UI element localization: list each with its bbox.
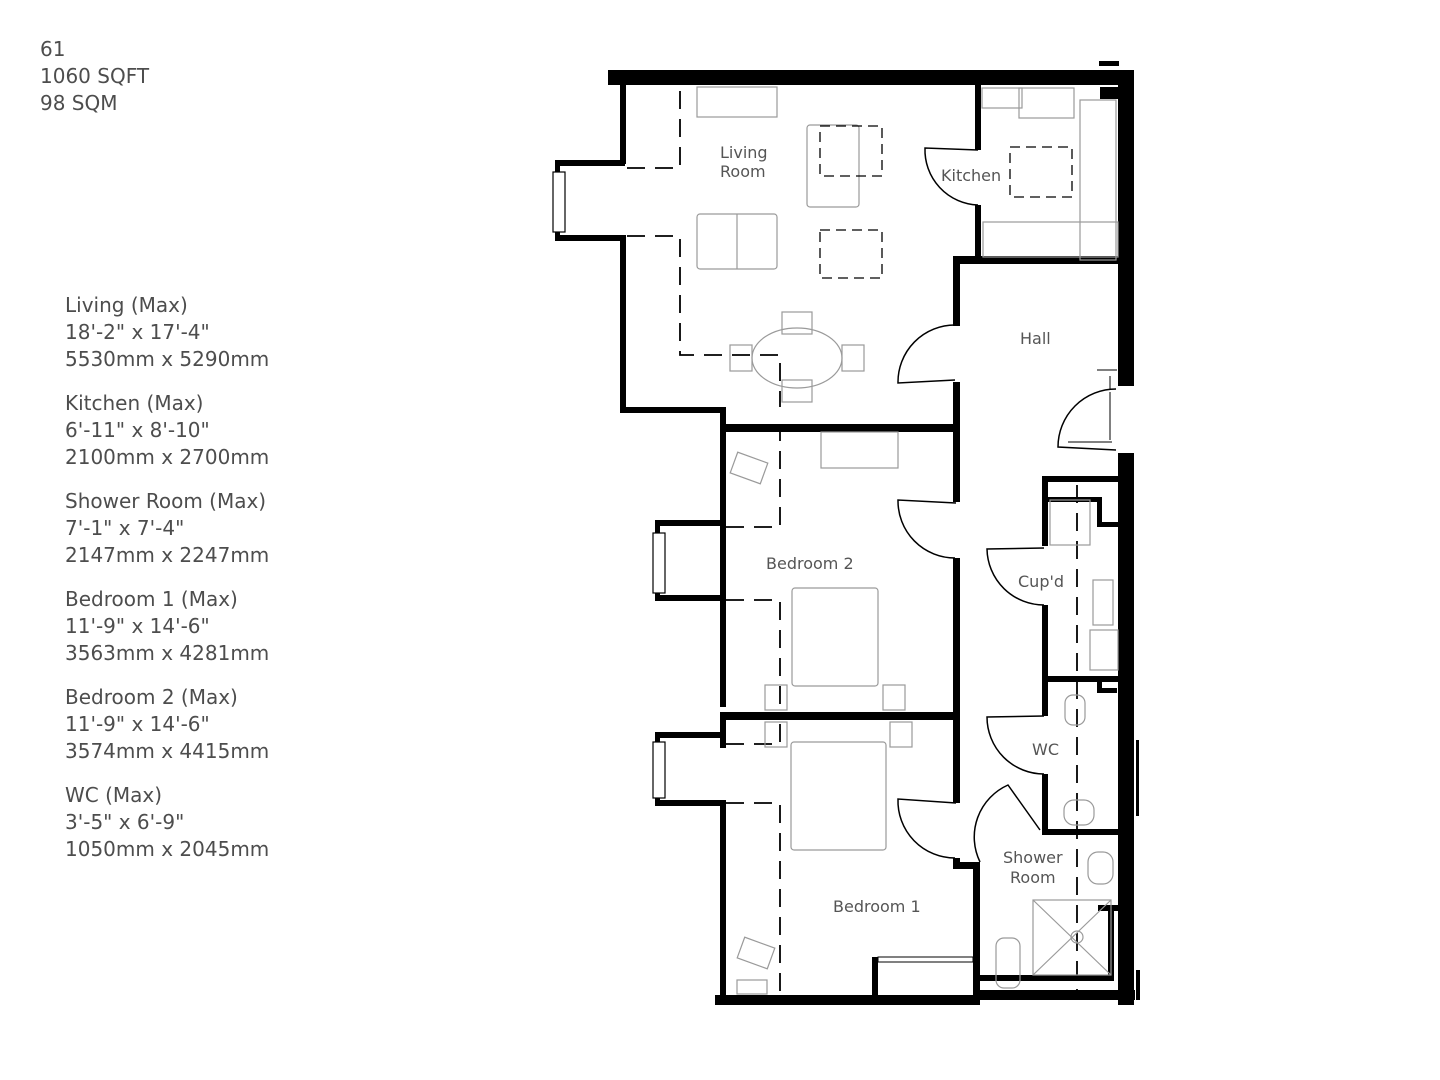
room-spec-metric: 3574mm x 4415mm — [65, 739, 270, 763]
label-kitchen: Kitchen — [941, 166, 1001, 185]
unit-number: 61 — [40, 37, 66, 61]
room-spec-name: Bedroom 1 (Max) — [65, 587, 238, 611]
label-shower-room-2: Room — [1010, 868, 1056, 887]
room-spec-imperial: 3'-5" x 6'-9" — [65, 810, 185, 834]
zone-lines — [627, 85, 1078, 995]
room-spec-bedroom-2: Bedroom 2 (Max) 11'-9" x 14'-6" 3574mm x… — [65, 684, 269, 765]
room-spec-metric: 3563mm x 4281mm — [65, 641, 270, 665]
room-dimensions-list: Living (Max) 18'-2" x 17'-4" 5530mm x 52… — [65, 292, 269, 880]
label-shower-room: Shower — [1003, 848, 1063, 867]
room-spec-imperial: 11'-9" x 14'-6" — [65, 614, 210, 638]
unit-summary: 61 1060 SQFT 98 SQM — [40, 36, 149, 117]
label-wc: WC — [1032, 740, 1059, 759]
area-sqft: 1060 SQFT — [40, 64, 150, 88]
room-spec-name: Kitchen (Max) — [65, 391, 204, 415]
room-spec-imperial: 6'-11" x 8'-10" — [65, 418, 210, 442]
room-spec-name: Living (Max) — [65, 293, 188, 317]
room-spec-name: Bedroom 2 (Max) — [65, 685, 238, 709]
room-spec-name: Shower Room (Max) — [65, 489, 267, 513]
room-spec-wc: WC (Max) 3'-5" x 6'-9" 1050mm x 2045mm — [65, 782, 269, 863]
room-spec-name: WC (Max) — [65, 783, 163, 807]
room-spec-metric: 2147mm x 2247mm — [65, 543, 270, 567]
doors — [897, 147, 1117, 863]
room-spec-living: Living (Max) 18'-2" x 17'-4" 5530mm x 52… — [65, 292, 269, 373]
furniture — [696, 86, 1119, 995]
area-sqm: 98 SQM — [40, 91, 118, 115]
label-hall: Hall — [1020, 329, 1051, 348]
room-spec-imperial: 7'-1" x 7'-4" — [65, 516, 185, 540]
label-living-room: Living — [720, 143, 768, 162]
room-spec-bedroom-1: Bedroom 1 (Max) 11'-9" x 14'-6" 3563mm x… — [65, 586, 269, 667]
room-spec-kitchen: Kitchen (Max) 6'-11" x 8'-10" 2100mm x 2… — [65, 390, 269, 471]
room-labels: Living Room Kitchen Hall Bedroom 2 Bedro… — [720, 143, 1064, 916]
room-spec-imperial: 11'-9" x 14'-6" — [65, 712, 210, 736]
room-spec-metric: 5530mm x 5290mm — [65, 347, 270, 371]
label-bedroom-1: Bedroom 1 — [833, 897, 921, 916]
room-spec-shower-room: Shower Room (Max) 7'-1" x 7'-4" 2147mm x… — [65, 488, 269, 569]
room-spec-metric: 2100mm x 2700mm — [65, 445, 270, 469]
label-living-room-2: Room — [720, 162, 766, 181]
room-spec-metric: 1050mm x 2045mm — [65, 837, 270, 861]
label-cupboard: Cup'd — [1018, 572, 1064, 591]
room-spec-imperial: 18'-2" x 17'-4" — [65, 320, 210, 344]
label-bedroom-2: Bedroom 2 — [766, 554, 854, 573]
